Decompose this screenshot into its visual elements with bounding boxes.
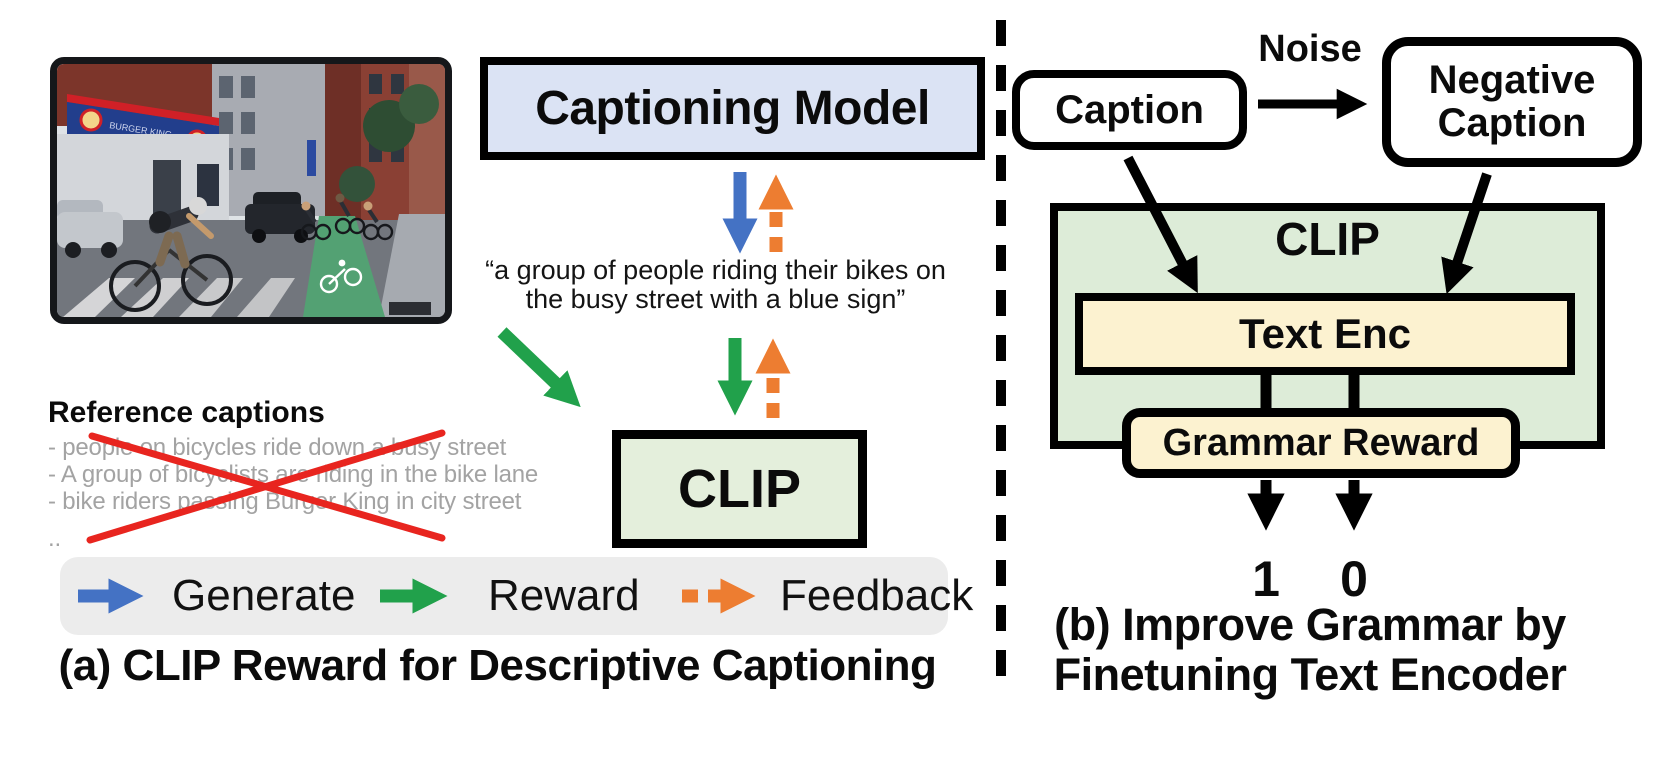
clip-label-right: CLIP (1275, 213, 1380, 265)
text-encoder-label: Text Enc (1239, 310, 1411, 357)
caption-box-label: Caption (1055, 87, 1204, 132)
text-encoder-box: Text Enc (1075, 293, 1575, 375)
panel-b-caption: (b) Improve Grammar by Finetuning Text E… (1000, 600, 1620, 699)
clip-box-left: CLIP (612, 430, 867, 548)
noise-label: Noise (1258, 28, 1362, 70)
negative-caption-line1: Negative (1428, 57, 1596, 102)
legend-generate-label: Generate (172, 571, 356, 620)
generated-caption-line2: the busy street with a blue sign” (525, 284, 906, 314)
legend-bar: Generate Reward Feedback (60, 557, 973, 635)
panel-b-caption-line1: (b) Improve Grammar by (1054, 599, 1566, 650)
legend-reward-label: Reward (488, 571, 640, 620)
reference-caption-item: - bike riders passing Burger King in cit… (48, 488, 522, 515)
legend-feedback-label: Feedback (780, 571, 974, 620)
generated-caption-line1: “a group of people riding their bikes on (485, 255, 946, 285)
grammar-output-positive: 1 (1252, 551, 1280, 607)
generated-caption-text: “a group of people riding their bikes on… (448, 256, 983, 314)
captioning-model-box: Captioning Model (480, 57, 985, 160)
reference-caption-item: - A group of bicyclists are riding in th… (48, 461, 539, 488)
panel-a-caption: (a) CLIP Reward for Descriptive Captioni… (58, 641, 937, 690)
grammar-reward-label: Grammar Reward (1162, 421, 1480, 464)
negative-caption-line2: Caption (1437, 101, 1587, 145)
reference-caption-ellipsis: .. (48, 525, 61, 552)
grammar-reward-box: Grammar Reward (1122, 408, 1520, 478)
negative-caption-box: Negative Caption (1382, 37, 1642, 167)
clip-label-left: CLIP (677, 459, 801, 519)
caption-box: Caption (1012, 70, 1247, 150)
street-photo-illustration: BURGER KING (57, 64, 445, 317)
street-photo: BURGER KING (50, 57, 452, 324)
reference-captions-list: - people on bicycles ride down a busy st… (48, 434, 568, 552)
reference-captions-title: Reference captions (48, 396, 325, 429)
image-to-clip-reward-arrow (497, 327, 581, 408)
grammar-output-negative: 0 (1340, 551, 1368, 607)
reference-caption-item: - people on bicycles ride down a busy st… (48, 434, 507, 461)
panel-b-caption-line2: Finetuning Text Encoder (1053, 648, 1567, 700)
captioning-model-label: Captioning Model (535, 82, 930, 135)
